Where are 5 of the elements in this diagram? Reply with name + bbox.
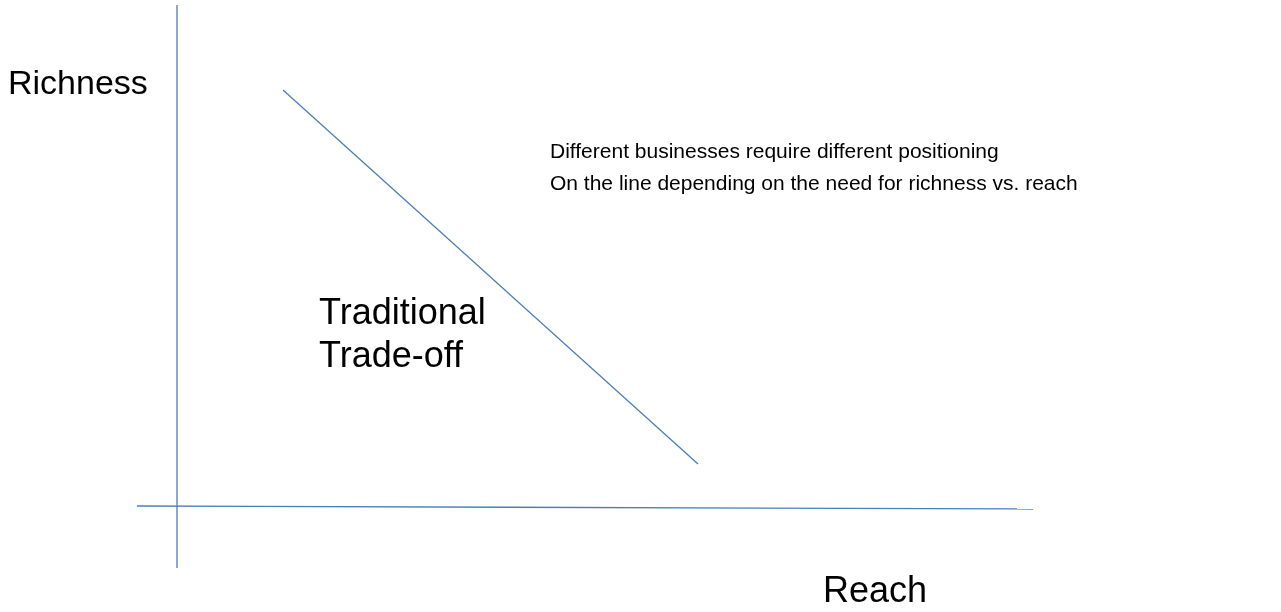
axis-title: Reach (823, 568, 928, 612)
note-text: On the line depending on the need for richness vs. reach (550, 170, 1078, 196)
region-label: Traditional Trade-off (319, 290, 487, 377)
axis-title: Richness (8, 62, 148, 103)
note-text: Different businesses require different positioning (550, 138, 999, 164)
